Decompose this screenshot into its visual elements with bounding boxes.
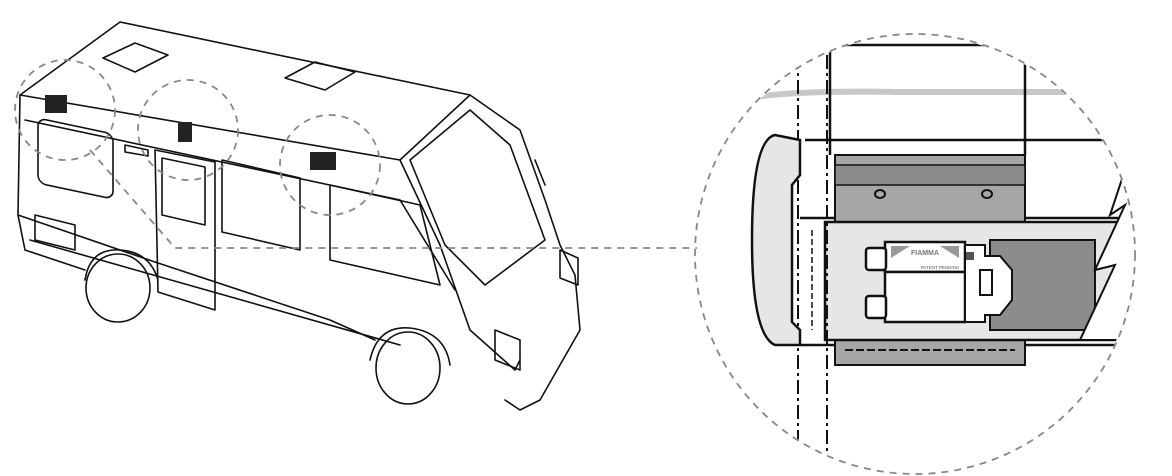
brand-label: FIAMMA	[911, 250, 939, 257]
callout-circle-mid	[137, 79, 239, 181]
callout-circle-rear	[14, 59, 116, 161]
awning-bracket-mid	[178, 122, 192, 142]
fiamma-adapter: FIAMMA PATENT PENDING	[864, 240, 1013, 324]
screw-hole	[874, 189, 886, 199]
screw-hole	[981, 189, 993, 199]
windshield	[409, 109, 546, 286]
detail-magnifier-circle	[694, 33, 1136, 475]
roof-hatch-rear	[284, 61, 356, 91]
awning-bracket-front	[310, 152, 336, 170]
front-wheel	[375, 331, 441, 405]
bracket-detail: FIAMMA PATENT PENDING	[739, 35, 1134, 473]
wall-profile	[750, 133, 802, 347]
side-door	[154, 149, 216, 311]
callout-circle-front	[279, 114, 381, 216]
awning-bracket-rear	[45, 95, 67, 113]
callout-leader-line	[89, 149, 697, 249]
roof-hatch-front	[102, 42, 169, 73]
camper-van	[17, 21, 581, 411]
patent-label: PATENT PENDING	[921, 265, 960, 270]
side-window-front	[329, 184, 441, 286]
side-window-mid	[221, 159, 301, 251]
rear-wheel	[85, 253, 151, 323]
